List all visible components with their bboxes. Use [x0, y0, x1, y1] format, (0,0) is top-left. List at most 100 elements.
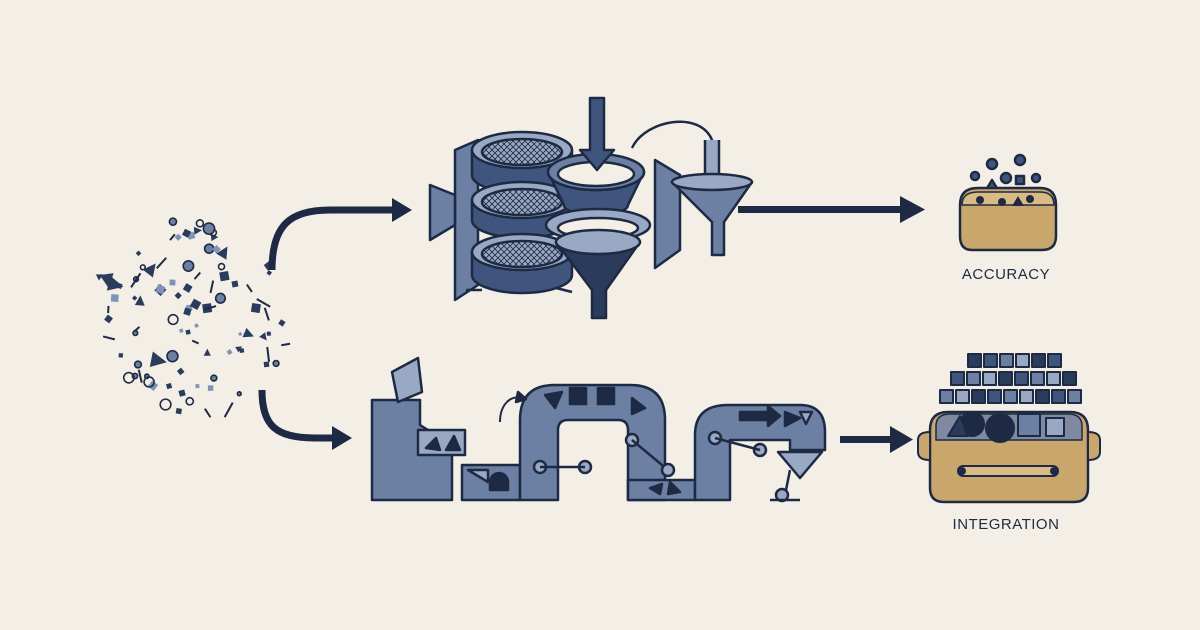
scatter-shape [176, 367, 185, 376]
scatter-shape [122, 371, 135, 384]
scatter-shape [155, 284, 166, 295]
pile-shape [971, 389, 986, 404]
scatter-shape [207, 385, 214, 391]
scatter-shape [263, 307, 270, 321]
pile-shape [955, 389, 970, 404]
scatter-shape [178, 328, 184, 333]
scatter-shape [142, 263, 156, 278]
pile-shape [1035, 389, 1050, 404]
pile-shape [999, 353, 1014, 368]
scatter-shape [143, 376, 155, 388]
scatter-shape [132, 329, 139, 337]
scatter-shape [174, 291, 182, 300]
scatter-shape [209, 280, 215, 294]
scatter-shape [182, 283, 193, 293]
scatter-shape [185, 396, 195, 406]
scatter-shape [239, 348, 245, 354]
scatter-shape [169, 233, 176, 241]
scatter-shape [266, 331, 271, 336]
scatter-shape [195, 219, 205, 228]
scatter-shape [223, 402, 234, 418]
scatter-shape [266, 346, 271, 362]
scatter-shape [231, 280, 239, 288]
scatter-shape [246, 283, 253, 293]
pile-shape [1046, 371, 1061, 386]
scatter-shape [130, 272, 142, 288]
scatter-shape [106, 275, 124, 291]
flow-arrow-top [268, 198, 412, 271]
pile-shape [966, 371, 981, 386]
conveyor-assembly-icon [370, 356, 827, 503]
scatter-shape [134, 295, 145, 306]
scatter-shape [238, 331, 243, 337]
scatter-shape [102, 335, 116, 341]
scatter-shape [131, 295, 138, 301]
scatter-shape [191, 339, 200, 345]
pile-shape [983, 353, 998, 368]
scatter-shape [242, 327, 254, 338]
pile-shape [1051, 389, 1066, 404]
scatter-shape [166, 349, 179, 363]
scatter-shape [212, 244, 221, 254]
scatter-shape [174, 233, 182, 241]
scatter-shape [183, 307, 192, 316]
scatter-shape [272, 359, 280, 368]
pile-shape [1019, 389, 1034, 404]
scatter-shape [214, 292, 227, 304]
pile-shape [1015, 353, 1030, 368]
scatter-shape [235, 346, 243, 353]
scatter-shape [135, 250, 142, 257]
scatter-shape [203, 348, 211, 356]
pile-shape [939, 389, 954, 404]
pile-shape [982, 371, 997, 386]
scatter-shape [193, 226, 203, 235]
scatter-shape [236, 391, 242, 397]
scatter-shape [182, 259, 195, 272]
scatter-shape [256, 298, 271, 308]
pile-shape [1030, 371, 1045, 386]
scatter-shape [217, 262, 226, 271]
flow-arrow-integration [840, 426, 913, 453]
pile-shape [1062, 371, 1077, 386]
scatter-shape [202, 222, 216, 236]
scatter-shape [182, 228, 192, 238]
scatter-shape [216, 246, 228, 260]
pile-shape [967, 353, 982, 368]
pile-shape [1014, 371, 1029, 386]
scatter-shape [175, 407, 183, 415]
scatter-shape [167, 313, 179, 326]
scatter-shape [178, 389, 186, 397]
sieve-filter-machine-icon [428, 96, 754, 320]
scatter-shape [185, 329, 191, 335]
scatter-shape [195, 384, 200, 389]
integration-label: INTEGRATION [952, 516, 1060, 533]
scatter-shape [278, 319, 286, 327]
accuracy-label: ACCURACY [961, 266, 1051, 283]
scatter-shape [169, 279, 176, 286]
scatter-shape [203, 305, 217, 311]
scatter-shape [104, 314, 113, 324]
scatter-shape [203, 243, 215, 255]
scatter-shape [149, 351, 167, 367]
scattered-shapes-icon [95, 217, 291, 418]
scatter-shape [194, 323, 199, 328]
scatter-shape [99, 273, 114, 289]
scatter-shape [165, 382, 173, 390]
pile-shape [987, 389, 1002, 404]
scatter-shape [193, 271, 202, 280]
scatter-shape [250, 302, 261, 314]
scatter-shape [189, 298, 202, 311]
scatter-shape [210, 374, 218, 382]
pile-shape [1031, 353, 1046, 368]
scatter-shape [226, 349, 233, 356]
scatter-shape [168, 217, 178, 227]
scatter-shape [204, 408, 212, 418]
flow-arrow-accuracy [738, 196, 925, 223]
pile-shape [950, 371, 965, 386]
scatter-shape [263, 361, 270, 368]
scatter-shape [219, 271, 230, 282]
pile-shape [1047, 353, 1062, 368]
scatter-shape [281, 342, 291, 347]
pile-shape [1067, 389, 1082, 404]
